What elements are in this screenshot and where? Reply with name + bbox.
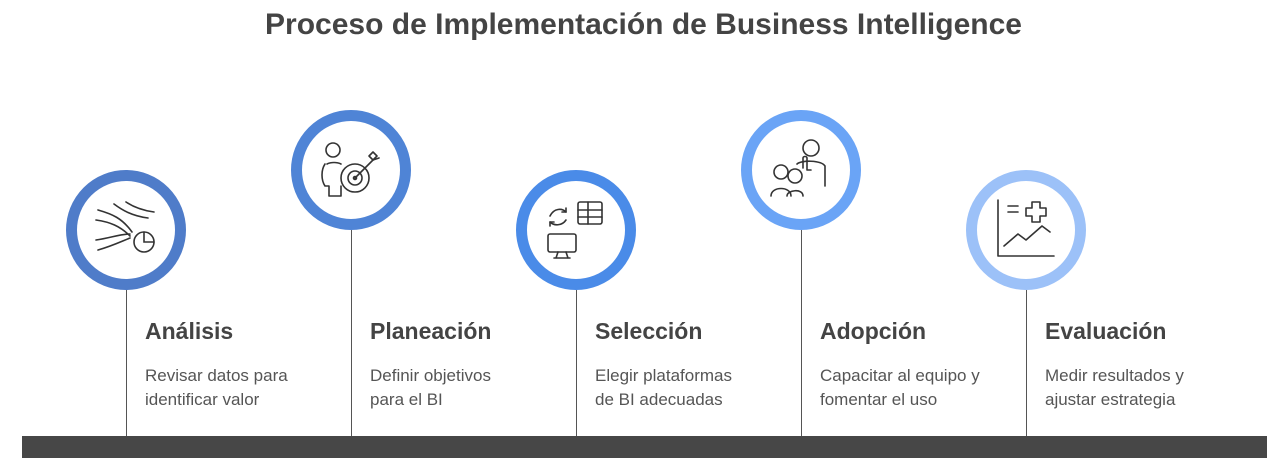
stage-evaluacion: Evaluación Medir resultados y ajustar es… (966, 0, 1251, 436)
timeline-base-bar (22, 436, 1267, 458)
connector-line (351, 230, 352, 436)
stage-description: Definir objetivos para el BI (370, 366, 491, 409)
stage-adopcion: Adopción Capacitar al equipo y fomentar … (741, 0, 1026, 436)
team-training-icon (770, 139, 826, 197)
chart-evaluation-icon (997, 199, 1055, 257)
stage-heading: Análisis (145, 318, 234, 344)
stage-description: Revisar datos para identificar valor (145, 366, 288, 409)
stage-description: Capacitar al equipo y fomentar el uso (820, 366, 980, 409)
stage-seleccion: Selección Elegir plataformas de BI adecu… (516, 0, 801, 436)
stage-heading: Selección (595, 318, 703, 344)
stage-description: Medir resultados y ajustar estrategia (1045, 366, 1184, 409)
data-flow-pie-icon (95, 201, 155, 253)
person-target-icon (321, 142, 380, 197)
stage-ring (516, 170, 636, 290)
connector-line (801, 230, 802, 436)
stage-heading: Evaluación (1045, 318, 1167, 344)
stage-heading: Adopción (820, 318, 927, 344)
connector-line (126, 290, 127, 436)
diagram-title: Proceso de Implementación de Business In… (265, 8, 1022, 41)
connector-line (576, 290, 577, 436)
stage-ring (966, 170, 1086, 290)
stage-ring (291, 110, 411, 230)
connector-line (1026, 290, 1027, 436)
stage-ring (66, 170, 186, 290)
platform-swap-icon (547, 201, 603, 259)
stage-ring (741, 110, 861, 230)
stage-heading: Planeación (370, 318, 492, 344)
stage-analisis: Análisis Revisar datos para identificar … (66, 0, 351, 436)
stage-planeacion: Planeación Definir objetivos para el BI (291, 0, 576, 436)
stage-description: Elegir plataformas de BI adecuadas (595, 366, 733, 409)
